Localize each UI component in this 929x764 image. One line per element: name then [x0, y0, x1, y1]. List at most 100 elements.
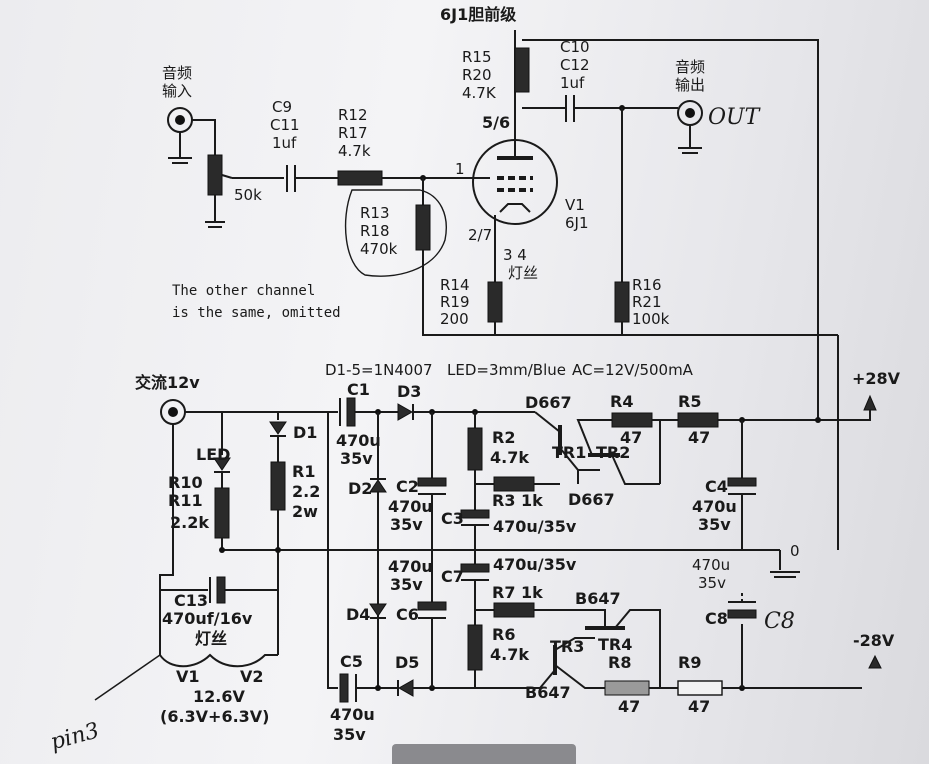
output-label-2: 输出	[675, 76, 705, 94]
capacitor-c4	[727, 477, 757, 487]
r4-label: R4	[610, 392, 633, 411]
plus28-arrow-icon	[863, 394, 877, 411]
c13-label: C13	[174, 591, 208, 610]
r10-label: R10	[168, 473, 203, 492]
c2-volt: 35v	[390, 515, 423, 534]
capacitor-c3	[460, 509, 490, 519]
output-label-1: 音频	[675, 58, 705, 76]
c3-value: 470u/35v	[493, 517, 577, 536]
r17-label: R17	[338, 124, 368, 142]
pin-heater: 3 4	[503, 246, 527, 264]
tube-type: 6J1	[565, 214, 589, 232]
diode-d1	[269, 421, 287, 435]
c5-value: 470u	[330, 705, 375, 724]
heater-split: (6.3V+6.3V)	[160, 707, 269, 726]
resistor-r9	[677, 680, 723, 696]
c3-label: C3	[441, 509, 464, 528]
c2-value: 470u	[388, 497, 433, 516]
output-hand-label: OUT	[708, 105, 762, 130]
ac-input-jack	[160, 399, 186, 425]
input-label-1: 音频	[162, 64, 192, 82]
c5-label: C5	[340, 652, 363, 671]
pin-cathode: 2/7	[468, 226, 492, 244]
capacitor-c2	[417, 477, 447, 487]
diagram-title: 6J1胆前级	[440, 5, 517, 24]
transistor-tr2	[576, 419, 660, 485]
r10-value: 2.2k	[170, 513, 209, 532]
r11-label: R11	[168, 491, 203, 510]
capacitor-c6	[417, 601, 447, 611]
capacitor-c9	[286, 165, 296, 192]
resistor-r10	[214, 487, 230, 539]
ground-bus-wire	[422, 250, 838, 336]
r16-value: 100k	[632, 310, 670, 328]
heater-v2: V2	[240, 667, 264, 686]
c13-cn-label: 灯丝	[195, 629, 227, 648]
resistor-r8	[604, 680, 650, 696]
resistor-r12	[337, 170, 383, 186]
c6-volt: 35v	[390, 575, 423, 594]
note-line-1: The other channel	[172, 283, 315, 299]
c13-value: 470uf/16v	[162, 609, 253, 628]
c9-value: 1uf	[272, 134, 297, 152]
zero-label: 0	[790, 542, 800, 560]
r2-value: 4.7k	[490, 448, 529, 467]
vacuum-tube-6j1	[472, 30, 558, 225]
c6-value: 470u	[388, 557, 433, 576]
minus28-label: -28V	[853, 631, 895, 650]
r16-label: R16	[632, 276, 662, 294]
b647-bottom-label: B647	[525, 683, 571, 702]
note-line-2: is the same, omitted	[172, 305, 341, 321]
tube-name: V1	[565, 196, 585, 214]
resistor-r4	[611, 412, 653, 428]
minus28-arrow-icon	[868, 654, 882, 669]
diode-d5	[397, 679, 414, 697]
c9-label: C9	[272, 98, 292, 116]
r13-value: 470k	[360, 240, 398, 258]
c4-volt: 35v	[698, 515, 731, 534]
diode-d3	[397, 403, 414, 421]
r3-label: R3 1k	[492, 491, 543, 510]
heater-cn-label: 灯丝	[508, 264, 538, 282]
r1-label: R1	[292, 462, 315, 481]
c1-volt: 35v	[340, 449, 373, 468]
capacitor-c7	[460, 563, 490, 573]
c2-label: C2	[396, 477, 419, 496]
transistor-tr3	[539, 637, 605, 689]
r4-value: 47	[620, 428, 642, 447]
r14-value: 200	[440, 310, 469, 328]
r5-value: 47	[688, 428, 710, 447]
r5-label: R5	[678, 392, 701, 411]
heater-voltage: 12.6V	[193, 687, 245, 706]
resistor-r6	[467, 624, 483, 671]
r1-watt: 2w	[292, 502, 318, 521]
d667-bottom-label: D667	[568, 490, 615, 509]
r13-label: R13	[360, 204, 390, 222]
ac-input-label: 交流12v	[135, 373, 200, 392]
r15-label: R15	[462, 48, 492, 66]
c11-label: C11	[270, 116, 300, 134]
resistor-r2	[467, 427, 483, 471]
input-jack	[167, 107, 193, 164]
r8-label: R8	[608, 653, 631, 672]
r14-label: R14	[440, 276, 470, 294]
resistor-r7	[493, 602, 535, 618]
resistor-r15	[514, 47, 530, 93]
r12-value: 4.7k	[338, 142, 371, 160]
c8-hand-label: C8	[764, 609, 795, 634]
input-wire	[192, 119, 216, 155]
c10-label: C10	[560, 38, 590, 56]
zero-volt-bus	[221, 538, 780, 551]
heater-v1: V1	[176, 667, 200, 686]
plus28-label: +28V	[852, 369, 901, 388]
resistor-r14	[487, 281, 503, 323]
c5-volt: 35v	[333, 725, 366, 744]
r2-label: R2	[492, 428, 515, 447]
resistor-r5	[677, 412, 719, 428]
handdrawn-circle	[344, 189, 447, 277]
d667-top-label: D667	[525, 393, 572, 412]
c1-value: 470u	[336, 431, 381, 450]
resistor-r16	[614, 281, 630, 323]
tr4-label: TR4	[598, 635, 632, 654]
